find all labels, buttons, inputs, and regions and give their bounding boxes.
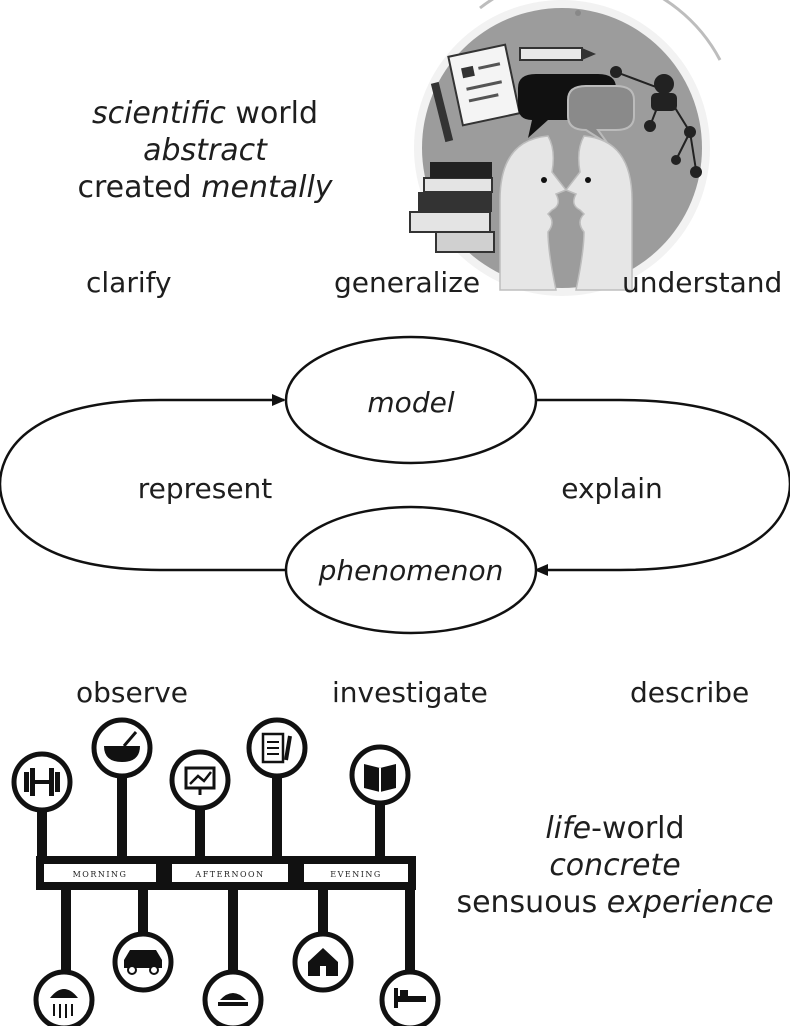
abstract-word: abstract (143, 133, 267, 168)
document-icon (246, 717, 308, 779)
verb-clarify: clarify (86, 266, 172, 299)
network-icon (610, 66, 702, 178)
notepad-icon (447, 43, 521, 127)
meal-icon (202, 969, 264, 1026)
verb-generalize: generalize (334, 266, 481, 299)
experience-word: experience (606, 885, 774, 920)
world-word: world (225, 96, 319, 131)
cycle-diagram: model phenomenon represent explain (0, 335, 790, 635)
model-node (284, 335, 538, 465)
pencil-icon (519, 47, 583, 61)
car-icon (112, 931, 174, 993)
explain-arrow (534, 398, 790, 576)
scientific-world-caption: scientific world abstract created mental… (70, 95, 340, 206)
verb-describe: describe (630, 676, 750, 709)
scientific-word: scientific (91, 96, 226, 131)
timeline-label-morning: MORNING (73, 870, 128, 879)
explain-label: explain (561, 472, 663, 505)
speech-bubble-icon (567, 85, 635, 145)
verb-understand: understand (622, 266, 783, 299)
bed-icon (379, 969, 441, 1026)
presentation-icon (169, 749, 231, 811)
dumbbell-icon (11, 751, 73, 813)
timeline-segment-afternoon (164, 856, 296, 890)
house-icon (292, 931, 354, 993)
verb-observe: observe (76, 676, 189, 709)
timeline-label-evening: EVENING (330, 870, 382, 879)
books-icon (409, 162, 495, 253)
two-faces-icon (499, 135, 633, 291)
model-label: model (367, 386, 454, 419)
pen-icon (430, 81, 454, 143)
timeline-label-afternoon: AFTERNOON (194, 870, 264, 879)
world-suffix: -world (591, 811, 685, 846)
created-word: created (77, 170, 202, 205)
book-icon (349, 744, 411, 806)
represent-arrow (0, 394, 286, 572)
phenomenon-label: phenomenon (318, 554, 504, 587)
verb-investigate: investigate (332, 676, 488, 709)
thinkers-illustration (409, 0, 722, 296)
life-world-caption: life-world concrete sensuous experience (440, 810, 790, 921)
sensuous-word: sensuous (456, 885, 607, 920)
represent-label: represent (138, 472, 273, 505)
daily-timeline: MORNING AFTERNOON EVENING (11, 717, 441, 1026)
mentally-word: mentally (201, 170, 333, 205)
phenomenon-node (284, 505, 538, 635)
shower-icon (33, 969, 95, 1026)
bowl-icon (91, 717, 153, 779)
life-word: life (545, 811, 592, 846)
concrete-word: concrete (549, 848, 681, 883)
